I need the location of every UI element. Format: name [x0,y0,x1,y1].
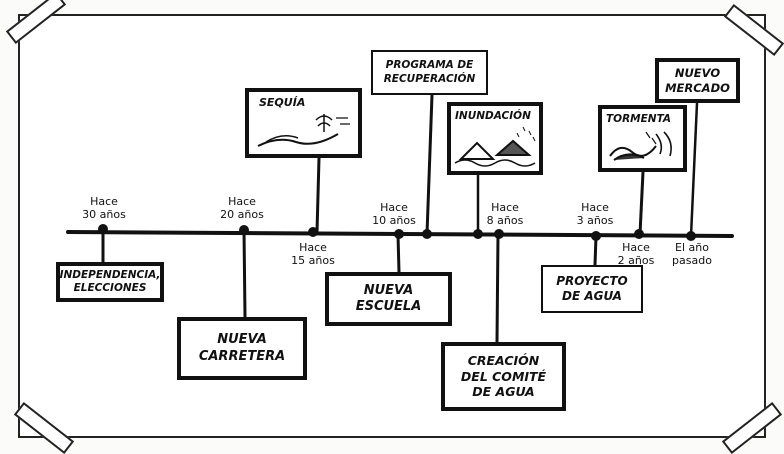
connector-programa [425,94,434,235]
tick-label-20: Hace 20 años [220,195,264,221]
event-tormenta: Tormenta [598,105,687,172]
connector-carretera [242,229,247,318]
dot-15 [308,227,318,237]
tick-label-10: Hace 10 años [372,201,416,227]
event-inundacion-label: Inundación [455,110,531,122]
connector-sequia [315,157,321,233]
tick-label-8: Hace 8 años [486,201,524,227]
dot-20 [239,225,249,235]
event-sequia: Sequía [245,88,362,158]
connector-comite [495,233,500,343]
event-independencia: Independencia, elecciones [56,262,164,302]
tick-label-30: Hace 30 años [82,195,126,221]
event-mercado-label: Nuevo mercado [665,66,730,95]
event-independencia-label: Independencia, elecciones [59,268,161,294]
connector-mercado [689,102,699,237]
event-proyecto-label: Proyecto de agua [556,274,628,303]
tick-label-1: El año pasado [672,241,712,267]
connector-escuela [396,234,401,273]
event-programa-label: Programa de recuperación [383,59,476,85]
dot-3 [591,231,601,241]
event-escuela-label: Nueva escuela [355,282,422,314]
event-carretera-label: Nueva carretera [198,332,286,364]
event-inundacion: Inundación [447,102,543,175]
tick-label-15: Hace 15 años [291,241,335,267]
event-comite: Creación del comité de agua [441,342,566,411]
dot-1 [686,231,696,241]
event-tormenta-label: Tormenta [606,113,672,125]
dot-programa [422,229,432,239]
tick-label-2: Hace 2 años [617,241,655,267]
flood-sketch-icon [454,126,536,167]
connector-tormenta [638,171,645,235]
event-programa: Programa de recuperación [371,50,488,95]
tick-label-3: Hace 3 años [576,201,614,227]
event-proyecto: Proyecto de agua [541,265,643,313]
dot-8 [494,229,504,239]
event-escuela: Nueva escuela [325,272,452,326]
dot-2 [634,229,644,239]
dot-30 [98,224,108,234]
dot-inundacion [473,229,483,239]
event-mercado: Nuevo mercado [655,58,740,103]
storm-sketch-icon [608,131,672,161]
dot-10 [394,229,404,239]
event-sequia-label: Sequía [259,96,306,109]
event-carretera: Nueva carretera [177,317,307,380]
event-comite-label: Creación del comité de agua [460,353,547,400]
drought-sketch-icon [257,113,350,147]
